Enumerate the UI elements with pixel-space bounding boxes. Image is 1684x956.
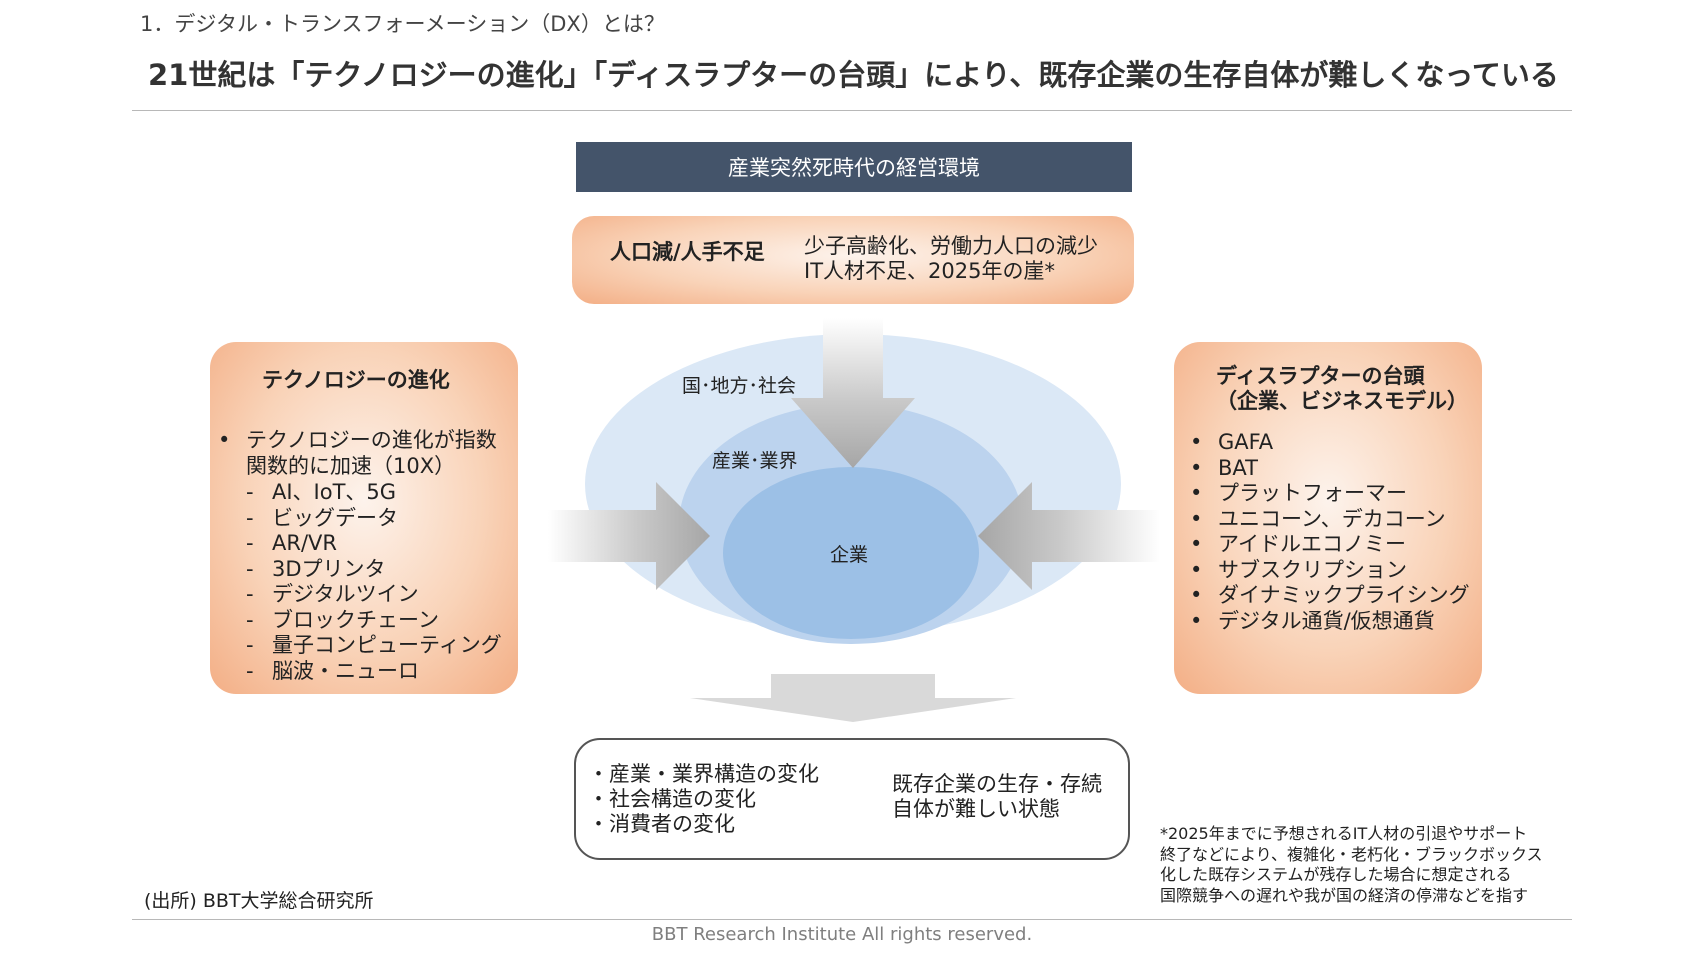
change-item: ・消費者の変化: [588, 812, 735, 836]
left-arrow-icon: [978, 482, 1160, 590]
disruptor-box-title: ディスラプターの台頭: [1216, 364, 1425, 388]
technology-sub-item: -AR/VR: [246, 531, 337, 555]
population-line: IT人材不足、2025年の崖*: [804, 259, 1055, 283]
population-box-title: 人口減/人手不足: [610, 240, 765, 264]
disruptor-item: •プラットフォーマー: [1190, 481, 1407, 505]
footnote-line: 終了などにより、複雑化・老朽化・ブラックボックス: [1160, 844, 1543, 864]
copyright: BBT Research Institute All rights reserv…: [651, 924, 1033, 945]
technology-box: テクノロジーの進化 •テクノロジーの進化が指数 関数的に加速（10X） -AI、…: [210, 342, 518, 694]
footnote: *2025年までに予想されるIT人材の引退やサポート 終了などにより、複雑化・老…: [1160, 824, 1543, 906]
technology-sub-item: -3Dプリンタ: [246, 556, 386, 581]
technology-box-title: テクノロジーの進化: [262, 368, 450, 392]
disruptor-item: •デジタル通貨/仮想通貨: [1190, 608, 1435, 633]
disruptor-item: •GAFA: [1190, 430, 1274, 454]
environment-header: 産業突然死時代の経営環境: [576, 142, 1132, 192]
outcome-line: 自体が難しい状態: [892, 797, 1060, 821]
technology-bullet-cont: 関数的に加速（10X）: [246, 454, 456, 478]
technology-sub-item: -量子コンピューティング: [246, 633, 502, 657]
source-note: (出所) BBT大学総合研究所: [144, 890, 374, 912]
header-divider: [132, 110, 1572, 111]
technology-sub-item: -デジタルツイン: [246, 582, 419, 606]
technology-sub-item: -ビッグデータ: [246, 505, 398, 530]
technology-bullet: •テクノロジーの進化が指数: [218, 428, 497, 452]
change-item: ・産業・業界構造の変化: [588, 762, 819, 786]
outcome-line: 既存企業の生存・存続: [892, 772, 1102, 796]
population-box: 人口減/人手不足 少子高齢化、労働力人口の減少 IT人材不足、2025年の崖*: [572, 216, 1134, 304]
down-arrow-icon: [791, 318, 915, 468]
footnote-line: 化した既存システムが残存した場合に想定される: [1160, 865, 1512, 884]
disruptor-item: •アイドルエコノミー: [1190, 532, 1406, 556]
disruptor-item: •ユニコーン、デカコーン: [1190, 506, 1446, 531]
result-box: ・産業・業界構造の変化 ・社会構造の変化 ・消費者の変化 既存企業の生存・存続 …: [574, 738, 1130, 860]
inner-layer-label: 企業: [830, 544, 869, 566]
headline: 21世紀は「テクノロジーの進化」「ディスラプターの台頭」により、既存企業の生存自…: [148, 58, 1559, 92]
footnote-line: *2025年までに予想されるIT人材の引退やサポート: [1160, 824, 1528, 843]
inner-layer-ellipse: [723, 467, 979, 639]
middle-layer-label: 産業･業界: [712, 450, 798, 472]
right-arrow-icon: [548, 482, 710, 590]
result-arrow-icon: [690, 674, 1016, 722]
disruptor-item: •BAT: [1190, 455, 1258, 480]
disruptor-box-subtitle: （企業、ビジネスモデル）: [1216, 389, 1468, 413]
footer-divider: [132, 919, 1572, 920]
footnote-line: 国際競争への遅れや我が国の経済の停滞などを指す: [1160, 885, 1529, 905]
technology-sub-item: -ブロックチェーン: [246, 607, 439, 632]
technology-sub-item: -AI、IoT、5G: [246, 480, 397, 504]
technology-sub-item: -脳波・ニューロ: [246, 658, 419, 683]
disruptor-box: ディスラプターの台頭 （企業、ビジネスモデル） •GAFA•BAT•プラットフォ…: [1174, 342, 1482, 694]
disruptor-item: •サブスクリプション: [1190, 557, 1407, 582]
outer-layer-label: 国･地方･社会: [682, 375, 797, 397]
section-title: 1．デジタル・トランスフォーメーション（DX）とは？: [140, 12, 665, 36]
disruptor-item: •ダイナミックプライシング: [1190, 583, 1470, 607]
change-item: ・社会構造の変化: [588, 787, 756, 811]
population-line: 少子高齢化、労働力人口の減少: [804, 234, 1098, 258]
